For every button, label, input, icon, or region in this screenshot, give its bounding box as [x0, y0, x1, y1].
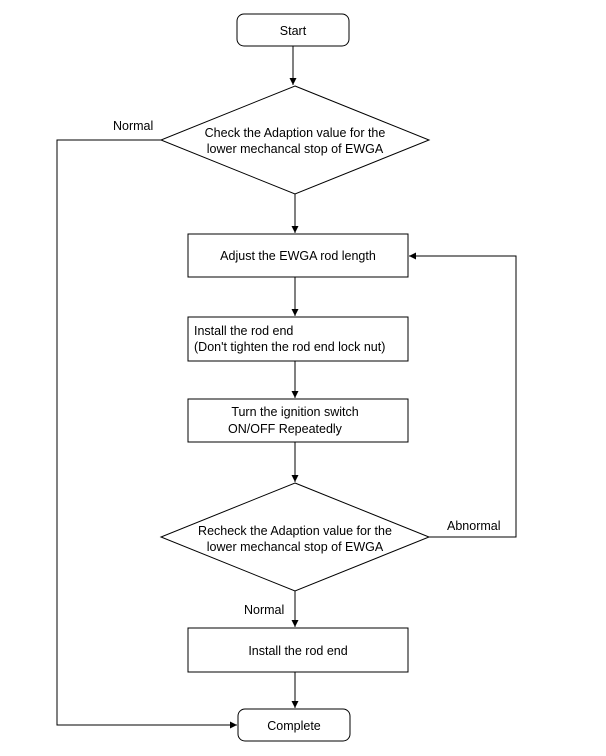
start-node: Start — [236, 13, 350, 47]
arrow-normal-bypass — [56, 139, 237, 729]
recheck-adaption-label-line1: Recheck the Adaption value for the — [198, 524, 392, 538]
complete-node: Complete — [237, 708, 351, 742]
install-rod-end-final-label: Install the rod end — [248, 644, 347, 658]
check-adaption-decision: Check the Adaption value for the lower m… — [159, 85, 431, 195]
check-adaption-label-line1: Check the Adaption value for the — [205, 126, 386, 140]
adjust-rod-length-step: Adjust the EWGA rod length — [187, 233, 409, 278]
branch-label-abnormal: Abnormal — [447, 519, 501, 533]
turn-ignition-label-line2: ON/OFF Repeatedly — [228, 422, 343, 436]
branch-label-normal-top: Normal — [113, 119, 153, 133]
branch-label-normal-bottom: Normal — [244, 603, 284, 617]
install-rod-end-label-line1: Install the rod end — [194, 324, 293, 338]
start-label: Start — [280, 24, 307, 38]
install-rod-end-final-step: Install the rod end — [187, 627, 409, 673]
turn-ignition-step: Turn the ignition switch ON/OFF Repeated… — [187, 398, 409, 443]
check-adaption-label-line2: lower mechancal stop of EWGA — [207, 142, 384, 156]
turn-ignition-label-line1: Turn the ignition switch — [231, 405, 358, 419]
arrow-abnormal-loop — [409, 252, 517, 538]
install-rod-end-step: Install the rod end (Don't tighten the r… — [187, 316, 409, 362]
complete-label: Complete — [267, 719, 321, 733]
adjust-rod-length-label: Adjust the EWGA rod length — [220, 249, 376, 263]
install-rod-end-label-line2: (Don't tighten the rod end lock nut) — [194, 340, 385, 354]
recheck-adaption-decision: Recheck the Adaption value for the lower… — [159, 482, 431, 592]
recheck-adaption-label-line2: lower mechancal stop of EWGA — [207, 540, 384, 554]
